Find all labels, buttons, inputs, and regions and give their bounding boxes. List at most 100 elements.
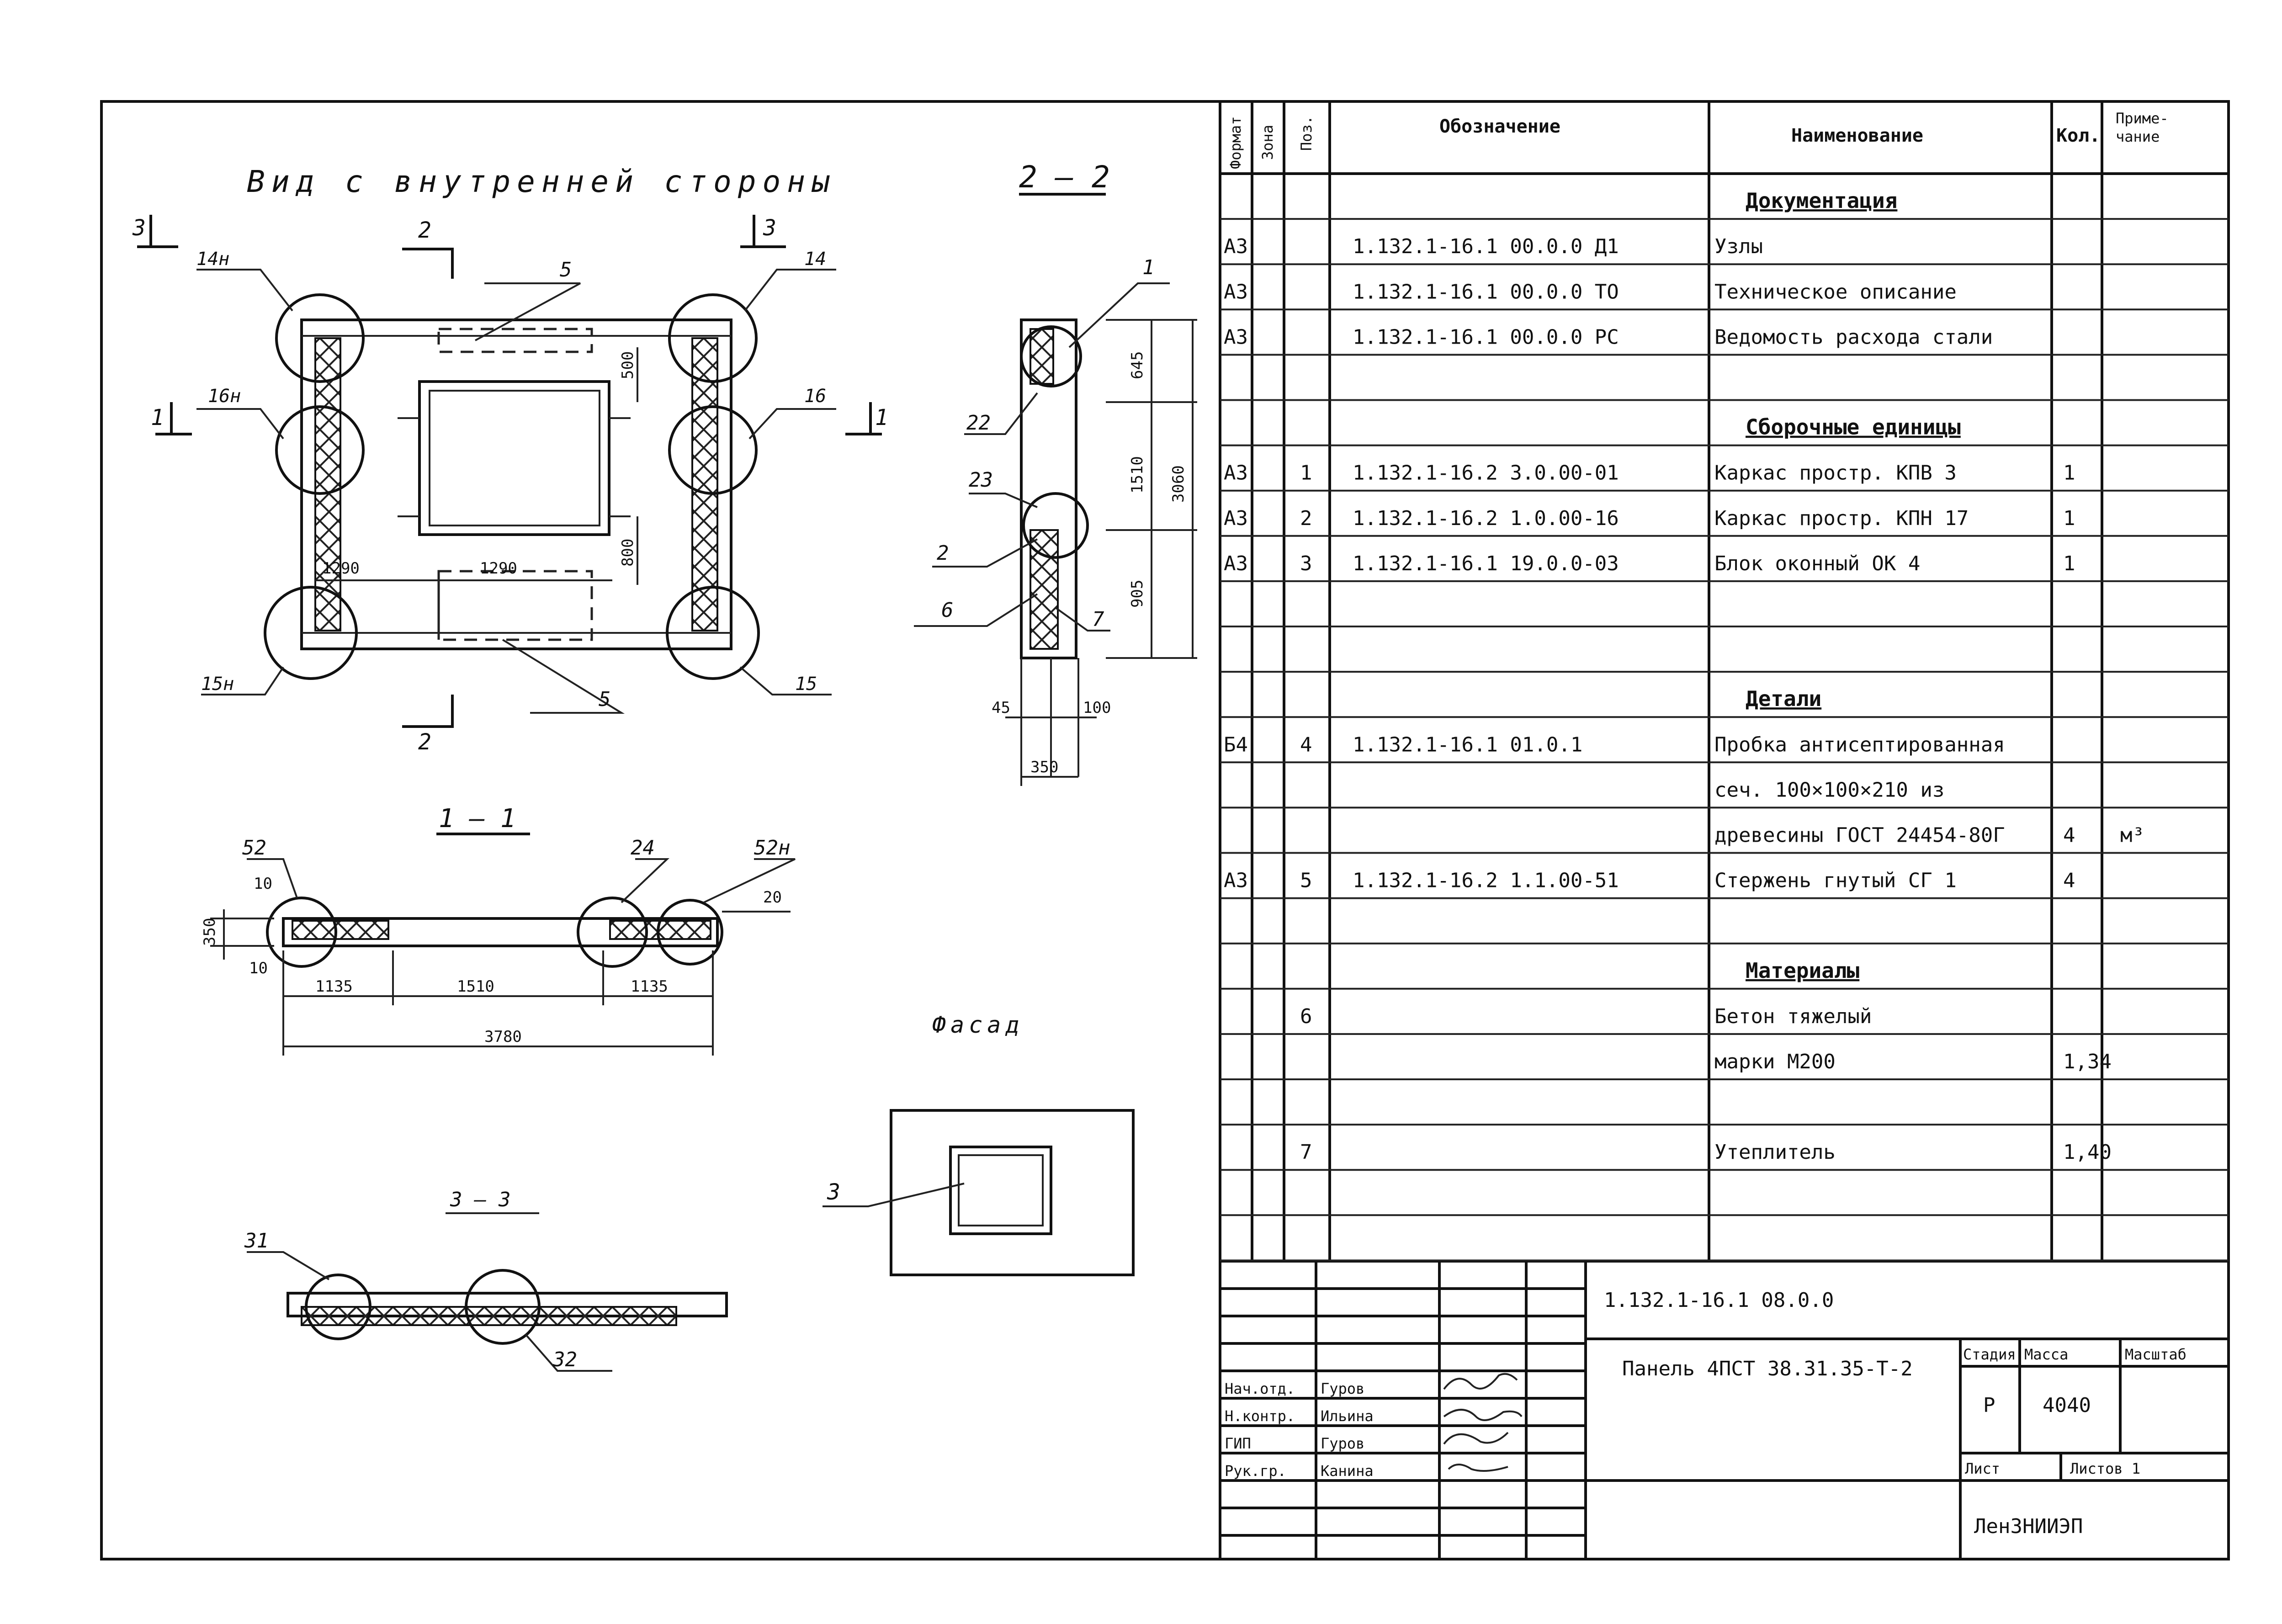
spec-cell-format: А3 [1224,235,1248,258]
facade-window [949,1146,1052,1235]
spec-cell-format: А3 [1224,280,1248,303]
dashed-zone-bottom [437,570,593,641]
hdr-zone: Зона [1259,125,1276,160]
spec-cell-format: А3 [1224,507,1248,530]
facade-panel [890,1109,1135,1276]
spec-cell-name: Сборочные единицы [1746,415,1961,440]
spec-cell-name: сеч. 100×100×210 из [1714,778,1944,801]
tb-stage: Р [1983,1394,1995,1417]
section-2-2-title: 2 — 2 [1019,159,1110,195]
mark-7: 7 [1092,608,1104,631]
hdr-note: Приме- [2116,110,2169,127]
node-circle-15h [264,586,358,680]
spec-cell-name: Ведомость расхода стали [1714,325,1993,349]
spec-cell-name: Пробка антисептированная [1714,733,2005,756]
dim-45: 45 [992,699,1010,717]
spec-cell-designation: 1.132.1-16.1 00.0.0 РС [1353,325,1619,349]
tb-person-role: ГИП [1225,1435,1251,1452]
dim-20: 20 [763,888,782,907]
spec-cell-qty: 1,34 [2063,1050,2112,1073]
mark-22: 22 [966,411,991,435]
spec-cell-format: А3 [1224,552,1248,575]
dim-1135-b: 1135 [631,977,668,996]
spec-cell-name: древесины ГОСТ 24454-80Г [1714,824,2005,847]
section-2-2-body [1020,318,1077,659]
spec-row: 7 Утеплитель 1,40 [1220,1141,2229,1171]
hdr-format: Формат [1227,116,1244,169]
spec-row: А3 1.132.1-16.1 00.0.0 РС Ведомость расход… [1220,325,2229,356]
spec-cell-format: А3 [1224,869,1248,892]
dim-350: 350 [1030,758,1058,776]
spec-cell-qty: 1,40 [2063,1141,2112,1164]
spec-cell-pos: 6 [1300,1005,1312,1028]
sheet-frame [100,100,2230,1560]
signature-2 [1443,1409,1523,1421]
mark-15h: 15н [201,674,234,695]
spec-row: Документация [1220,188,2229,220]
panel-outline [300,318,732,650]
tb-sheets-label: Листов 1 [2070,1460,2140,1477]
mark-14h: 14н [196,249,229,270]
mark-16: 16 [804,386,826,407]
dim-905: 905 [1128,580,1146,608]
dim-645: 645 [1128,351,1146,379]
mark-2: 2 [937,541,949,565]
mark-24: 24 [631,836,655,860]
tb-mass: 4040 [2043,1394,2091,1417]
spec-cell-pos: 7 [1300,1141,1312,1164]
mark-14: 14 [804,249,826,270]
hdr-note-2: чание [2116,128,2160,145]
signature-1 [1443,1373,1518,1390]
spec-cell-name: Узлы [1714,235,1763,258]
hdr-qty: Кол. [2056,125,2100,146]
spec-cell-pos: 1 [1300,462,1312,485]
cut-1-right: 1 [875,405,888,430]
dim-10-b: 10 [249,959,268,977]
spec-cell-designation: 1.132.1-16.1 19.0.0-03 [1353,552,1619,575]
spec-cell-name: Каркас простр. КПВ 3 [1714,462,1957,485]
mark-5-top: 5 [560,258,572,281]
mark-23: 23 [969,468,993,492]
spec-cell-designation: 1.132.1-16.2 3.0.00-01 [1353,462,1619,485]
spec-cell-format: А3 [1224,325,1248,349]
section-1-1: 1 — 1 350 10 10 20 1135 1510 1135 3780 5… [201,804,796,1056]
window-opening [418,380,610,536]
mark-3-facade: 3 [827,1179,840,1205]
spec-cell-pos: 4 [1300,733,1312,756]
tb-sheet-label: Лист [1965,1460,2000,1477]
facade-view: Фасад 3 [823,1012,1135,1276]
cut-2-bottom: 2 [418,729,431,755]
facade-title: Фасад [932,1012,1024,1038]
tb-person-name: Ильина [1321,1407,1374,1425]
tb-code: 1.132.1-16.1 08.0.0 [1604,1289,1834,1312]
hdr-designation: Обозначение [1439,116,1560,137]
mark-6: 6 [941,599,954,622]
spec-row: Сборочные единицы [1220,415,2229,446]
spec-cell-designation: 1.132.1-16.1 00.0.0 Д1 [1353,235,1619,258]
spec-cell-format: А3 [1224,462,1248,485]
spec-cell-designation: 1.132.1-16.1 00.0.0 ТО [1353,280,1619,303]
spec-row: сеч. 100×100×210 из [1220,778,2229,809]
spec-cell-qty: 1 [2063,462,2075,485]
dim-3060: 3060 [1169,465,1188,503]
tb-person-name: Гуров [1321,1435,1364,1452]
inner-view-title: Вид с внутренней стороны [247,164,836,199]
mark-16h: 16н [208,386,241,407]
mark-52: 52 [242,836,266,860]
tb-stage-label: Стадия [1963,1346,2016,1363]
tb-person-role: Н.контр. [1225,1407,1295,1425]
spec-cell-note: м³ [2120,824,2144,847]
spec-cell-name: марки М200 [1714,1050,1836,1073]
specification-table: Формат Зона Поз. Обозначение Наименовани… [1219,101,2229,1559]
spec-row: марки М200 1,34 [1220,1050,2229,1080]
dim-3780: 3780 [484,1028,522,1046]
node-circle-16h [275,405,365,495]
tb-person-name: Гуров [1321,1380,1364,1397]
tb-person-name: Канина [1321,1462,1374,1480]
mark-1: 1 [1142,256,1155,279]
spec-cell-name: Утеплитель [1714,1141,1836,1164]
